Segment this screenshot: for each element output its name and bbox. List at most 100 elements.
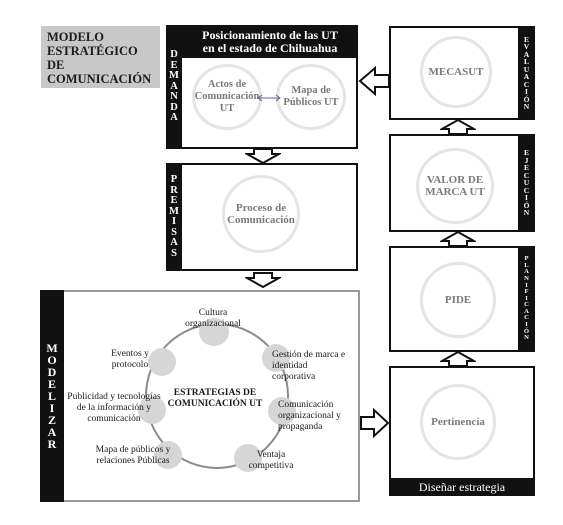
side-letter: A (524, 268, 529, 276)
actos-circle: Actos de Comunicación UT (192, 64, 262, 130)
side-letter: N (170, 91, 178, 103)
pertinencia-circle: Pertinencia (420, 384, 496, 460)
side-letter: A (47, 425, 57, 439)
side-letter: D (170, 49, 178, 61)
side-letter: I (525, 87, 528, 96)
side-letter: J (524, 155, 529, 165)
side-letter: N (523, 208, 530, 218)
double-arrow-icon (257, 94, 281, 102)
mecasut-circle-label: MECASUT (428, 66, 484, 78)
side-letter: I (525, 294, 528, 302)
strategy-label: Ventaja competitiva (248, 450, 294, 471)
mecasut-circle: MECASUT (420, 36, 492, 108)
side-letter: M (169, 205, 179, 217)
side-letter: L (523, 57, 529, 66)
side-letter: V (523, 42, 530, 51)
left-arrow-icon (358, 66, 390, 96)
side-letter: C (524, 301, 529, 309)
side-letter: E (523, 34, 529, 44)
side-letter: R (170, 184, 178, 196)
side-letter: Ó (523, 200, 530, 210)
side-letter: C (523, 79, 530, 89)
side-letter: N (524, 334, 529, 342)
title-line: DE (47, 58, 65, 72)
side-letter: I (49, 401, 55, 415)
side-letter: M (169, 70, 179, 82)
side-letter: E (170, 195, 178, 206)
demanda-header: Posicionamiento de las UT en el estado d… (182, 26, 358, 58)
side-letter: U (523, 178, 530, 188)
side-letter: D (170, 101, 178, 113)
strategy-label: Eventos y protocolo (111, 349, 149, 370)
side-letter: I (525, 321, 528, 329)
side-letter: S (171, 226, 177, 238)
side-letter: R (47, 437, 57, 451)
up-arrow-icon (440, 231, 476, 247)
strategy-node (234, 444, 262, 472)
side-letter: U (523, 64, 530, 74)
pide-circle-label: PIDE (444, 294, 472, 306)
side-letter: L (524, 261, 529, 269)
side-letter: P (170, 174, 178, 185)
strategies-center-label: ESTRATEGIAS DE COMUNICACIÓN UT (167, 388, 263, 409)
title-line: MODELO (47, 30, 104, 44)
diagram-title: MODELO ESTRATÉGICO DE COMUNICACIÓN (41, 26, 160, 88)
strategy-label: Publicidad y tecnologías de la informaci… (67, 392, 161, 424)
mapa-circle: Mapa de Públicos UT (276, 64, 346, 130)
strategy-node (154, 441, 182, 469)
side-letter: A (523, 49, 530, 59)
side-letter: E (523, 148, 529, 158)
side-letter: D (47, 365, 57, 379)
side-letter: I (525, 281, 528, 289)
proceso-circle: Proceso de Comunicación (222, 175, 300, 253)
side-letter: I (525, 193, 528, 203)
right-arrow-icon (360, 408, 390, 438)
side-letter: E (170, 59, 178, 71)
pide-circle: PIDE (420, 262, 496, 338)
side-letter: C (523, 185, 530, 195)
side-letter: Ó (523, 94, 530, 104)
side-letter: M (46, 341, 58, 355)
actos-circle-label: Actos de Comunicación UT (194, 79, 260, 114)
demanda-header-line: en el estado de Chihuahua (202, 41, 338, 55)
side-letter: Z (47, 413, 56, 427)
side-letter: A (170, 112, 178, 124)
side-letter: P (524, 255, 529, 263)
strategy-label: Gestión de marca e identidad corporativa (272, 350, 346, 382)
down-arrow-icon (245, 272, 281, 288)
strategy-label: Cultura organizacional (185, 308, 241, 329)
side-letter: E (523, 163, 529, 173)
side-letter: N (523, 102, 530, 111)
side-letter: A (170, 237, 178, 248)
strategy-node (268, 397, 296, 425)
up-arrow-icon (440, 119, 476, 135)
title-line: COMUNICACIÓN (47, 72, 152, 86)
mapa-circle-label: Mapa de Públicos UT (283, 85, 339, 108)
side-letter: Ó (523, 327, 530, 335)
strategy-node (148, 348, 176, 376)
valor-marca-circle: VALOR DE MARCA UT (416, 148, 494, 224)
side-letter: A (523, 72, 530, 81)
strategy-label: Mapa de públicos y relaciones Públicas (95, 445, 171, 466)
strategy-node (262, 344, 290, 372)
side-letter: C (524, 314, 529, 322)
side-letter: N (524, 274, 529, 282)
side-letter: L (47, 389, 56, 403)
side-letter: E (47, 377, 56, 391)
strategy-node (138, 396, 166, 424)
proceso-circle-label: Proceso de Comunicación (227, 202, 295, 226)
side-letter: S (171, 247, 177, 259)
down-arrow-icon (245, 148, 281, 164)
side-letter: C (523, 170, 530, 180)
strategy-node (199, 318, 229, 346)
title-line: ESTRATÉGICO (47, 44, 138, 58)
side-letter: A (524, 307, 529, 315)
side-letter: A (170, 80, 178, 92)
valor-marca-circle-label: VALOR DE MARCA UT (425, 174, 485, 198)
side-letter: O (47, 353, 57, 367)
strategy-label: Comunicación organizacional y propaganda (278, 400, 341, 432)
side-letter: F (524, 288, 529, 296)
